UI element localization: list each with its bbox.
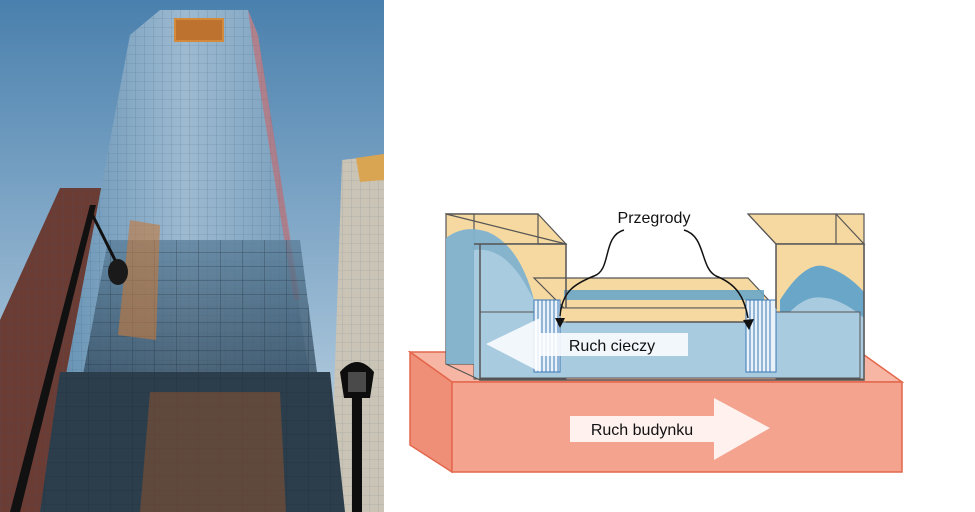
baffle-right <box>745 299 777 373</box>
fluid-motion-label: Ruch cieczy <box>569 338 655 355</box>
damper-tank <box>444 213 866 381</box>
tuned-liquid-damper-diagram: Ruch cieczy Ruch budynku Przegrody <box>407 210 905 474</box>
arrow-right-icon <box>570 398 770 460</box>
baffles-label: Przegrody <box>618 210 691 227</box>
skyscraper-photo <box>0 0 384 512</box>
building-motion-label: Ruch budynku <box>591 422 693 439</box>
street-lamp-icon <box>340 362 374 512</box>
arrow-left-icon <box>486 318 688 372</box>
baffles-pointer <box>559 229 749 319</box>
